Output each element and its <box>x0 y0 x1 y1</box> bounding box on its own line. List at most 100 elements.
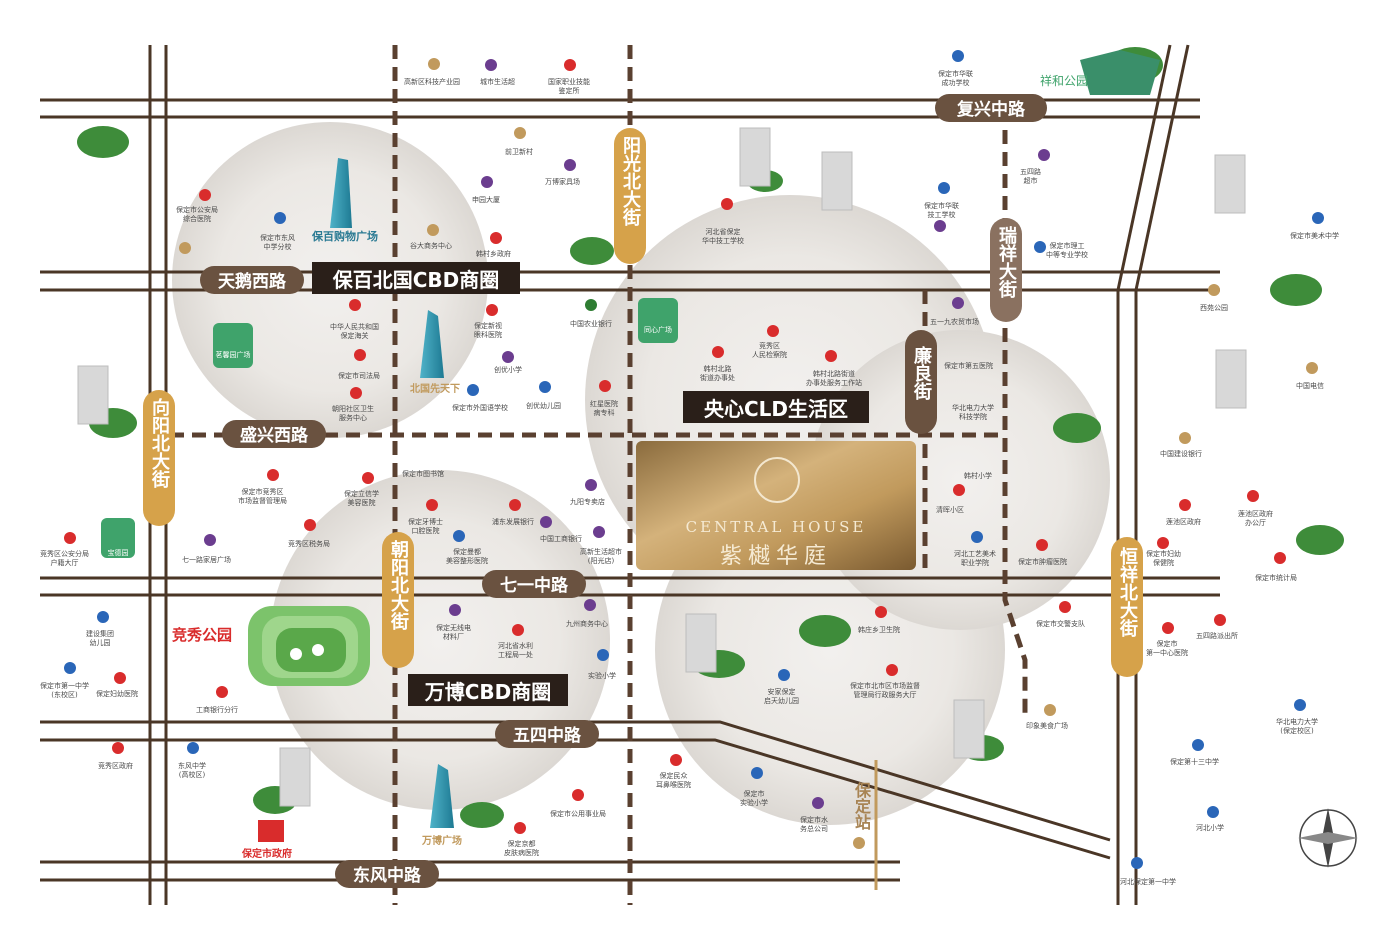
poi-label: 九阳专卖店 <box>570 498 605 506</box>
poi-label: 保定市华联 成功学校 <box>938 70 973 87</box>
poi-label: 五一九农贸市场 <box>930 318 979 326</box>
road-label-yangguang: 阳光北大街 <box>620 136 641 226</box>
road-labels <box>200 94 1047 888</box>
poi-label: 红星医院 病专科 <box>590 400 618 417</box>
poi-label: 河北省保定 华中技工学校 <box>702 228 744 245</box>
poi-label: 保定市第一中学 (东校区) <box>40 682 89 699</box>
poi-label: 九州商务中心 <box>566 620 608 628</box>
park-label-mingzhu: 茗馨园广场 <box>215 351 251 359</box>
poi-label: 前卫新村 <box>505 148 533 156</box>
poi-markers <box>64 50 1324 869</box>
project-plate <box>636 441 916 570</box>
poi-label: 莲池区政府 <box>1166 518 1201 526</box>
poi-label: 申园大厦 <box>472 196 500 204</box>
park-label-xianghe: 祥和公园 <box>1040 74 1089 88</box>
poi-label: 保定妇幼医院 <box>96 690 138 698</box>
road-label-shengxing: 盛兴西路 <box>240 426 308 446</box>
project-name-cn: 紫樾华庭 <box>719 544 832 569</box>
poi-label: 河北保定第一中学 <box>1120 878 1176 886</box>
poi-label: 五四路派出所 <box>1196 632 1238 640</box>
compass-icon <box>1298 808 1358 868</box>
poi-label: 韩村北路 街道办事处 <box>700 365 735 382</box>
park-badges <box>101 298 678 558</box>
poi-label: 实验小学 <box>588 672 616 680</box>
park-label-tongxin: 同心广场 <box>644 326 672 334</box>
road-label-dongfeng: 东风中路 <box>353 866 421 886</box>
poi-label: 保定市理工 中等专业学校 <box>1046 242 1088 259</box>
poi-label: 谷大商务中心 <box>410 242 452 250</box>
poi-label: 保定牙博士 口腔医院 <box>408 518 443 535</box>
poi-label: 七一路家居广场 <box>182 556 231 564</box>
building-label-baibai-mall: 保百购物广场 <box>312 230 378 243</box>
road-label-lianliang: 廉良街 <box>911 346 932 400</box>
poi-label: 竞秀区 人民检察院 <box>752 342 787 359</box>
road-label-hengxiang: 恒祥北大街 <box>1117 547 1138 637</box>
poi-label: 安家保定 启天幼儿园 <box>764 688 799 705</box>
station-label: 保定站 <box>852 782 871 830</box>
poi-label: 保定市交警支队 <box>1036 620 1085 628</box>
poi-label: 中华人民共和国 保定海关 <box>330 323 379 340</box>
poi-label: 保定市 实验小学 <box>740 790 768 807</box>
poi-label: 韩村北路街道 办事处服务工作站 <box>806 370 862 387</box>
grey-buildings <box>77 127 1247 807</box>
road-label-qiyi: 七一中路 <box>500 576 568 596</box>
poi-label: 保定市第五医院 <box>944 362 993 370</box>
road-label-wusi: 五四中路 <box>513 726 581 746</box>
poi-label: 西苑公园 <box>1200 304 1228 312</box>
poi-label: 保定第十三中学 <box>1170 758 1219 766</box>
poi-label: 保定市妇幼 保健院 <box>1146 550 1181 567</box>
road-label-fuxing: 复兴中路 <box>957 100 1025 120</box>
poi-label: 保定市东风 中学分校 <box>260 234 295 251</box>
poi-label: 河北小学 <box>1196 824 1224 832</box>
poi-label: 建设集团 幼儿园 <box>86 630 114 647</box>
towers <box>330 158 454 828</box>
poi-label: 保定市水 务总公司 <box>800 816 828 833</box>
poi-label: 保定市 第一中心医院 <box>1146 640 1188 657</box>
building-label-beiguo: 北国先天下 <box>410 384 460 395</box>
jingxiu-park-illustration <box>248 606 370 686</box>
poi-label: 保定市外国语学校 <box>452 404 508 412</box>
poi-label: 工商银行分行 <box>196 706 238 714</box>
poi-label: 莲池区政府 办公厅 <box>1238 510 1273 527</box>
poi-label: 保定曼都 美容整形医院 <box>446 548 488 565</box>
poi-label: 保定市公用事业局 <box>550 810 606 818</box>
poi-label: 国家职业技能 鉴定所 <box>548 78 590 95</box>
poi-label: 韩庄乡卫生院 <box>858 626 900 634</box>
poi-label: 城市生活超 <box>480 78 515 86</box>
poi-label: 万博家具场 <box>545 178 580 186</box>
road-label-xiangyang: 向阳北大街 <box>149 398 170 488</box>
poi-label: 保定市公安局 综合医院 <box>176 206 218 223</box>
poi-label: 韩村乡政府 <box>476 250 511 258</box>
road-label-tiane: 天鹅西路 <box>218 272 286 292</box>
poi-label: 韩村小学 <box>964 472 992 480</box>
road-label-ruixiang: 瑞祥大街 <box>996 226 1017 298</box>
building-label-wanbo: 万博广场 <box>422 836 462 847</box>
poi-label: 保定立信学 美容医院 <box>344 490 379 507</box>
project-name-en: CENTRAL HOUSE <box>685 518 867 536</box>
park-label-jingxiu: 竞秀公园 <box>172 626 233 644</box>
poi-label: 保定市肿瘤医院 <box>1018 558 1067 566</box>
poi-label: 创优小学 <box>494 366 522 374</box>
poi-label: 五四路 超市 <box>1020 168 1041 185</box>
poi-label: 中国工商银行 <box>540 535 582 543</box>
poi-label: 河北工艺美术 职业学院 <box>954 550 996 567</box>
poi-label: 华北电力大学 科技学院 <box>952 404 994 421</box>
poi-label: 竞秀区税务局 <box>288 540 330 548</box>
xianghe-park-shape <box>1080 50 1160 95</box>
poi-label: 高新生活超市 (阳光店) <box>580 548 622 565</box>
poi-label: 保定无线电 材料厂 <box>436 624 471 641</box>
poi-label: 保定市华联 技工学校 <box>924 202 959 219</box>
poi-label: 保定市图书馆 <box>402 470 444 478</box>
poi-label: 保定市北市区市场监督 管理局行政服务大厅 <box>850 682 920 699</box>
poi-label: 朝阳社区卫生 服务中心 <box>332 405 374 422</box>
poi-label: 中国建设银行 <box>1160 450 1202 458</box>
poi-label: 中国农业银行 <box>570 320 612 328</box>
poi-label: 保定市美术中学 <box>1290 232 1339 240</box>
zone-label-yangxin: 央心CLD生活区 <box>703 397 849 421</box>
poi-label: 保定市竞秀区 市场监督管理局 <box>238 488 287 505</box>
poi-label: 保定京都 皮肤病医院 <box>504 840 539 857</box>
zone-label-wanbo: 万博CBD商圈 <box>424 680 552 704</box>
building-label-gov: 保定市政府 <box>242 849 292 860</box>
poi-label: 保定民众 耳鼻喉医院 <box>656 772 691 789</box>
